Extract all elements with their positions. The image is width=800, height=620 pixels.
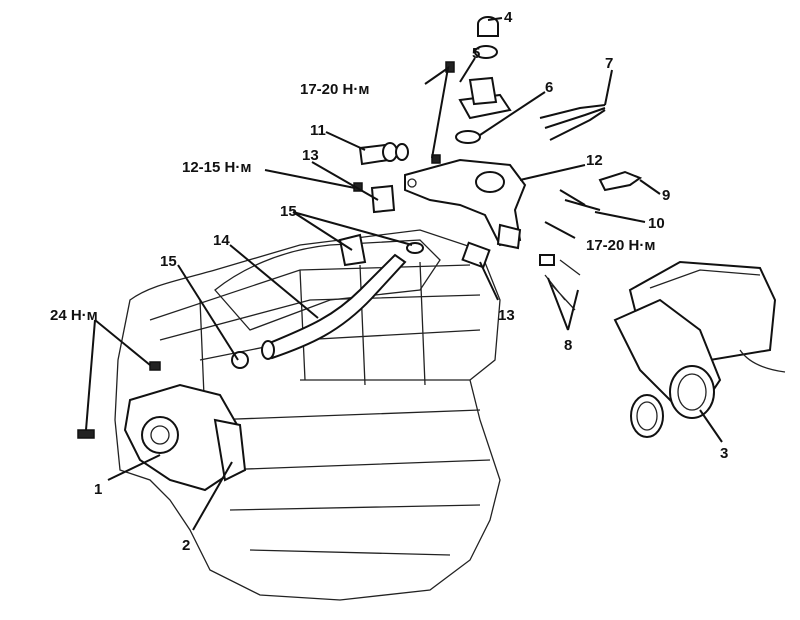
label-part-10: 10 [648,215,665,232]
air-intake-assembly [613,260,786,438]
water-pipe [231,233,424,369]
thermostat-housing [445,16,512,144]
label-part-11: 11 [310,122,326,139]
label-part-14: 14 [213,232,230,249]
label-part-15-b: 15 [160,253,177,270]
water-outlet-housing [353,154,527,269]
water-pump [77,361,247,492]
label-part-9: 9 [662,187,670,204]
label-part-2: 2 [182,537,190,554]
label-part-5: 5 [472,45,480,62]
label-torque-12-15: 12-15 Н·м [182,159,251,176]
label-torque-17-20-b: 17-20 Н·м [586,237,655,254]
label-part-13-b: 13 [498,307,515,324]
label-part-1: 1 [94,481,102,498]
part-labels: 4 5 17-20 Н·м 6 7 11 12-15 Н·м 13 12 9 1… [50,9,728,554]
leader-lines [85,17,723,531]
label-part-3: 3 [720,445,728,462]
label-part-15: 15 [280,203,297,220]
label-part-13: 13 [302,147,319,164]
label-torque-17-20: 17-20 Н·м [300,81,369,98]
label-part-12: 12 [586,152,603,169]
label-part-7: 7 [605,55,613,72]
label-part-8: 8 [564,337,572,354]
label-torque-24: 24 Н·м [50,307,98,324]
label-part-6: 6 [545,79,553,96]
label-part-4: 4 [504,9,513,26]
